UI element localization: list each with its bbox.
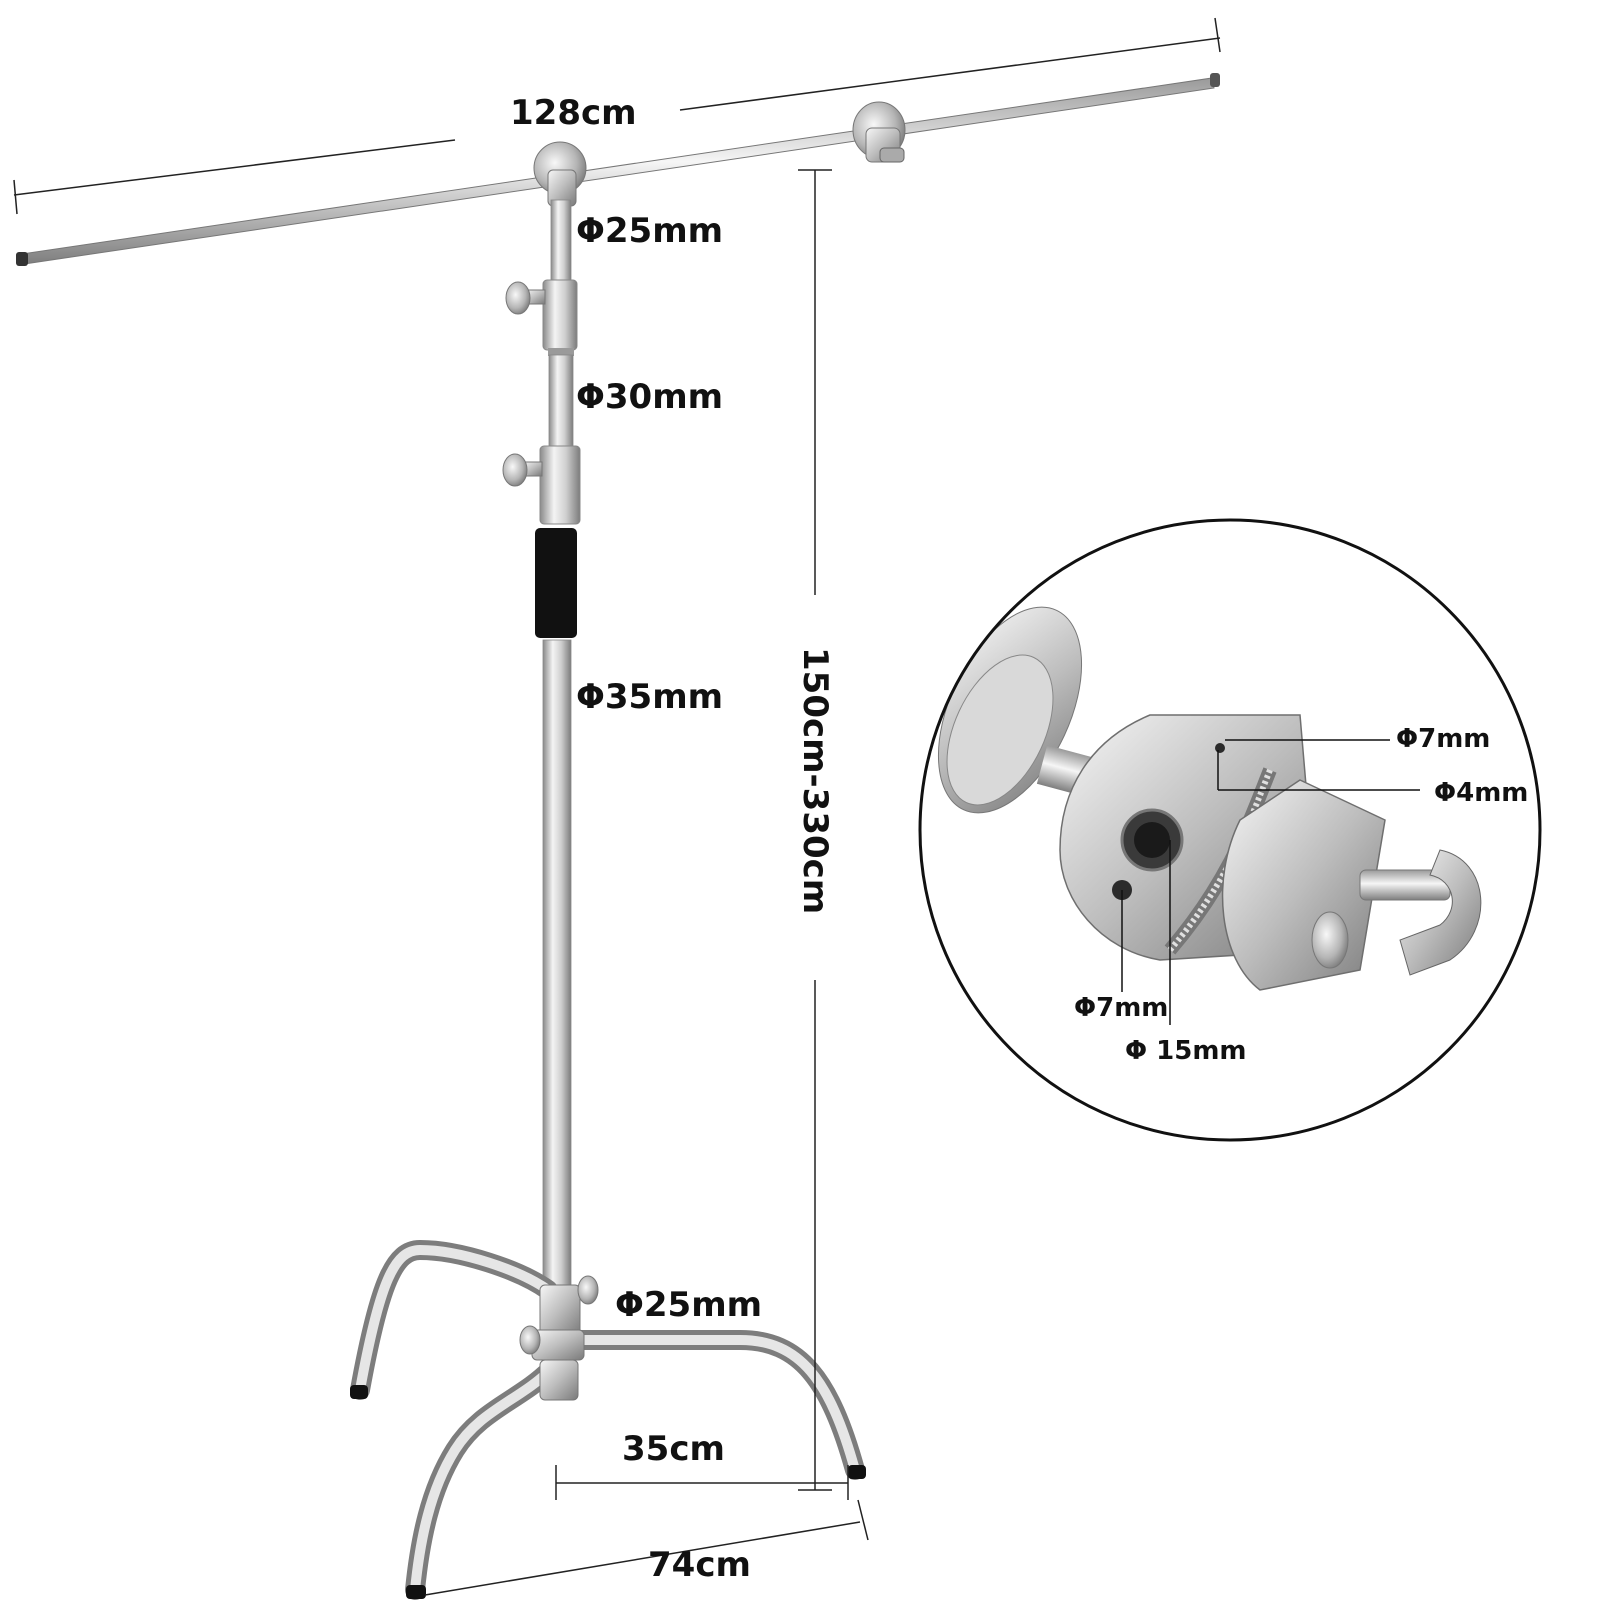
arm-length-label: 128cm (510, 93, 637, 133)
leg-reach-label: 35cm (622, 1429, 725, 1469)
arm-knuckle-knob (852, 101, 906, 163)
arm-dimension-line (13, 17, 1221, 215)
grip-hole-left-label: Φ7mm (1074, 993, 1169, 1023)
grip-hole-small-label: Φ4mm (1434, 778, 1529, 808)
height-dimension-line (798, 169, 832, 1491)
stand-height-label: 150cm-330cm (795, 647, 835, 915)
grip-hole-top-label: Φ7mm (1396, 724, 1491, 754)
boom-arm (16, 73, 1220, 266)
leg-reach-dimension-line (555, 1465, 849, 1500)
grip-head-detail (918, 518, 1542, 1142)
foam-grip (535, 528, 577, 638)
grip-head-top (533, 141, 587, 207)
base-hub (519, 1275, 599, 1401)
leg-feet (350, 1385, 866, 1599)
grip-hole-center-label: Φ 15mm (1125, 1036, 1247, 1066)
leg-tube-diameter-label: Φ25mm (615, 1285, 763, 1325)
turtle-base (350, 1239, 865, 1600)
tube-bottom-diameter-label: Φ35mm (576, 677, 724, 717)
stand-pole (502, 199, 581, 1291)
footprint-label: 74cm (648, 1545, 751, 1585)
tube-top-diameter-label: Φ25mm (576, 211, 724, 251)
tube-middle-diameter-label: Φ30mm (576, 377, 724, 417)
footprint-dimension-line (424, 1499, 869, 1596)
